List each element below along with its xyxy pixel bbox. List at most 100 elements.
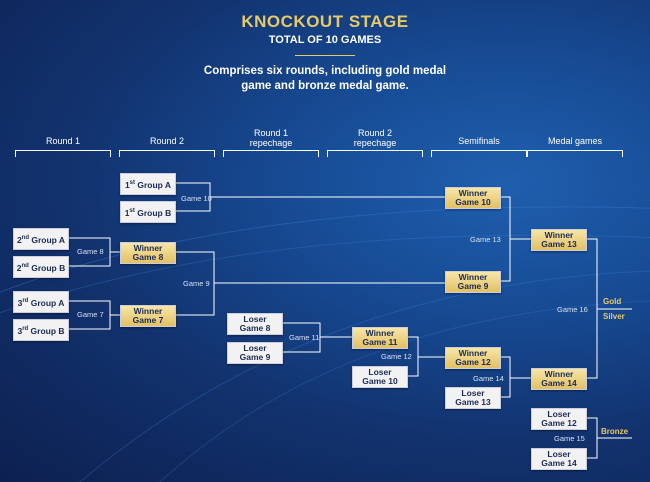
page-title: KNOCKOUT STAGE — [241, 12, 409, 31]
box-2nd-group-b-suffix: nd — [21, 262, 29, 269]
box-loser-game-9: Loser Game 9 — [227, 342, 283, 364]
description-line-1: Comprises six rounds, including gold med… — [203, 65, 447, 77]
box-3rd-group-b-suffix: rd — [22, 325, 29, 332]
game-10-label: Game 10 — [181, 194, 212, 203]
box-loser-game-14-line-2: Game 14 — [541, 458, 577, 468]
box-1st-group-b-text: Group B — [134, 207, 172, 218]
box-2nd-group-a-number: 2 — [16, 234, 22, 245]
box-loser-game-8-line-2: Game 8 — [239, 323, 271, 333]
box-1st-group-b: 1st Group B — [120, 201, 176, 223]
box-3rd-group-b-text: Group B — [28, 325, 65, 336]
round-1-repechage-bracket-line — [223, 150, 319, 157]
box-loser-game-12-line-1: Loser — [547, 409, 571, 419]
box-2nd-group-b-text: Group B — [28, 262, 66, 273]
round-2-header: Round 2 — [149, 136, 185, 146]
round-1-repechage-line-2: repechage — [249, 138, 293, 148]
box-winner-game-9-line-2: Game 9 — [457, 281, 489, 291]
box-winner-game-11-line-1: Winner — [365, 328, 395, 338]
box-1st-group-a-number: 1 — [124, 179, 130, 190]
box-winner-game-12-line-2: Game 12 — [455, 357, 491, 367]
box-2nd-group-a-label: 2nd Group A — [17, 234, 65, 245]
box-winner-game-9: Winner Game 9 — [445, 271, 501, 293]
box-3rd-group-b: 3rd Group B — [13, 319, 69, 341]
box-3rd-group-a-label: 3rd Group A — [18, 297, 65, 308]
box-2nd-group-b: 2nd Group B — [13, 256, 69, 278]
box-winner-game-12: Winner Game 12 — [445, 347, 501, 369]
round-1-bracket-line — [15, 150, 111, 157]
gold-label: Gold — [603, 297, 622, 306]
game-7-label: Game 7 — [77, 310, 104, 319]
game-14-label: Game 14 — [473, 374, 504, 383]
box-loser-game-12: Loser Game 12 — [531, 408, 587, 430]
box-winner-game-7-line-1: Winner — [133, 306, 163, 316]
box-loser-game-8-line-1: Loser — [243, 314, 267, 324]
box-winner-game-13: Winner Game 13 — [531, 229, 587, 251]
silver-label: Silver — [603, 312, 625, 321]
game-9-label: Game 9 — [183, 279, 210, 288]
round-2-repechage-bracket-line — [327, 150, 423, 157]
game-16-label: Game 16 — [557, 305, 588, 314]
box-1st-group-b-number: 1 — [124, 207, 130, 218]
semifinals-header: Semifinals — [458, 136, 500, 146]
box-winner-game-7: Winner Game 7 — [120, 305, 176, 327]
bronze-label: Bronze — [601, 427, 629, 436]
box-loser-game-13: Loser Game 13 — [445, 387, 501, 409]
box-loser-game-10-line-2: Game 10 — [362, 376, 398, 386]
box-winner-game-7-line-2: Game 7 — [132, 315, 164, 325]
medal-games-header: Medal games — [547, 136, 603, 146]
box-winner-game-13-line-2: Game 13 — [541, 239, 577, 249]
box-winner-game-14-line-2: Game 14 — [541, 378, 577, 388]
box-loser-game-9-line-2: Game 9 — [239, 352, 271, 362]
box-1st-group-a: 1st Group A — [120, 173, 176, 195]
game-12-label: Game 12 — [381, 352, 412, 361]
box-winner-game-14-line-1: Winner — [544, 369, 574, 379]
box-3rd-group-a-text: Group A — [28, 297, 65, 308]
round-2-repechage-line-1: Round 2 — [357, 128, 393, 138]
box-2nd-group-b-number: 2 — [16, 262, 22, 273]
box-1st-group-b-label: 1st Group B — [125, 207, 171, 218]
box-3rd-group-b-label: 3rd Group B — [17, 325, 64, 336]
round-1-repechage-line-1: Round 1 — [253, 128, 289, 138]
description-line-2: game and bronze medal game. — [241, 80, 409, 92]
box-2nd-group-b-label: 2nd Group B — [17, 262, 65, 273]
box-loser-game-14: Loser Game 14 — [531, 448, 587, 470]
box-loser-game-13-line-1: Loser — [461, 388, 485, 398]
round-1-repechage-header: Round 1 repechage — [223, 128, 319, 148]
box-2nd-group-a-suffix: nd — [21, 234, 30, 241]
round-2-repechage-line-2: repechage — [353, 138, 397, 148]
box-1st-group-b-suffix: st — [129, 207, 135, 214]
description: Comprises six rounds, including gold med… — [0, 64, 650, 94]
box-1st-group-a-label: 1st Group A — [125, 179, 171, 190]
box-winner-game-11: Winner Game 11 — [352, 327, 408, 349]
box-winner-game-10-line-1: Winner — [458, 188, 488, 198]
box-winner-game-9-line-1: Winner — [458, 272, 488, 282]
game-15-label: Game 15 — [554, 434, 585, 443]
box-winner-game-8-line-2: Game 8 — [132, 252, 164, 262]
box-2nd-group-a-text: Group A — [29, 234, 66, 245]
box-1st-group-a-text: Group A — [135, 179, 172, 190]
box-winner-game-11-line-2: Game 11 — [362, 337, 398, 347]
box-1st-group-a-suffix: st — [129, 179, 136, 186]
box-winner-game-13-line-1: Winner — [544, 230, 574, 240]
box-3rd-group-a: 3rd Group A — [13, 291, 69, 313]
box-3rd-group-a-number: 3 — [17, 297, 23, 308]
round-2-bracket-line — [119, 150, 215, 157]
box-loser-game-12-line-2: Game 12 — [541, 418, 577, 428]
semifinals-bracket-line — [431, 150, 527, 157]
box-winner-game-10: Winner Game 10 — [445, 187, 501, 209]
box-3rd-group-b-number: 3 — [17, 325, 23, 336]
game-11-label: Game 11 — [289, 333, 320, 342]
medal-games-bracket-line — [527, 150, 623, 157]
box-winner-game-10-line-2: Game 10 — [455, 197, 491, 207]
round-1-header: Round 1 — [45, 136, 81, 146]
box-loser-game-13-line-2: Game 13 — [455, 397, 491, 407]
box-loser-game-8: Loser Game 8 — [227, 313, 283, 335]
box-2nd-group-a: 2nd Group A — [13, 228, 69, 250]
box-loser-game-10: Loser Game 10 — [352, 366, 408, 388]
box-winner-game-12-line-1: Winner — [458, 348, 488, 358]
box-loser-game-9-line-1: Loser — [243, 343, 267, 353]
round-2-repechage-header: Round 2 repechage — [327, 128, 423, 148]
box-loser-game-10-line-1: Loser — [368, 367, 392, 377]
page-subtitle: TOTAL OF 10 GAMES — [268, 34, 382, 46]
